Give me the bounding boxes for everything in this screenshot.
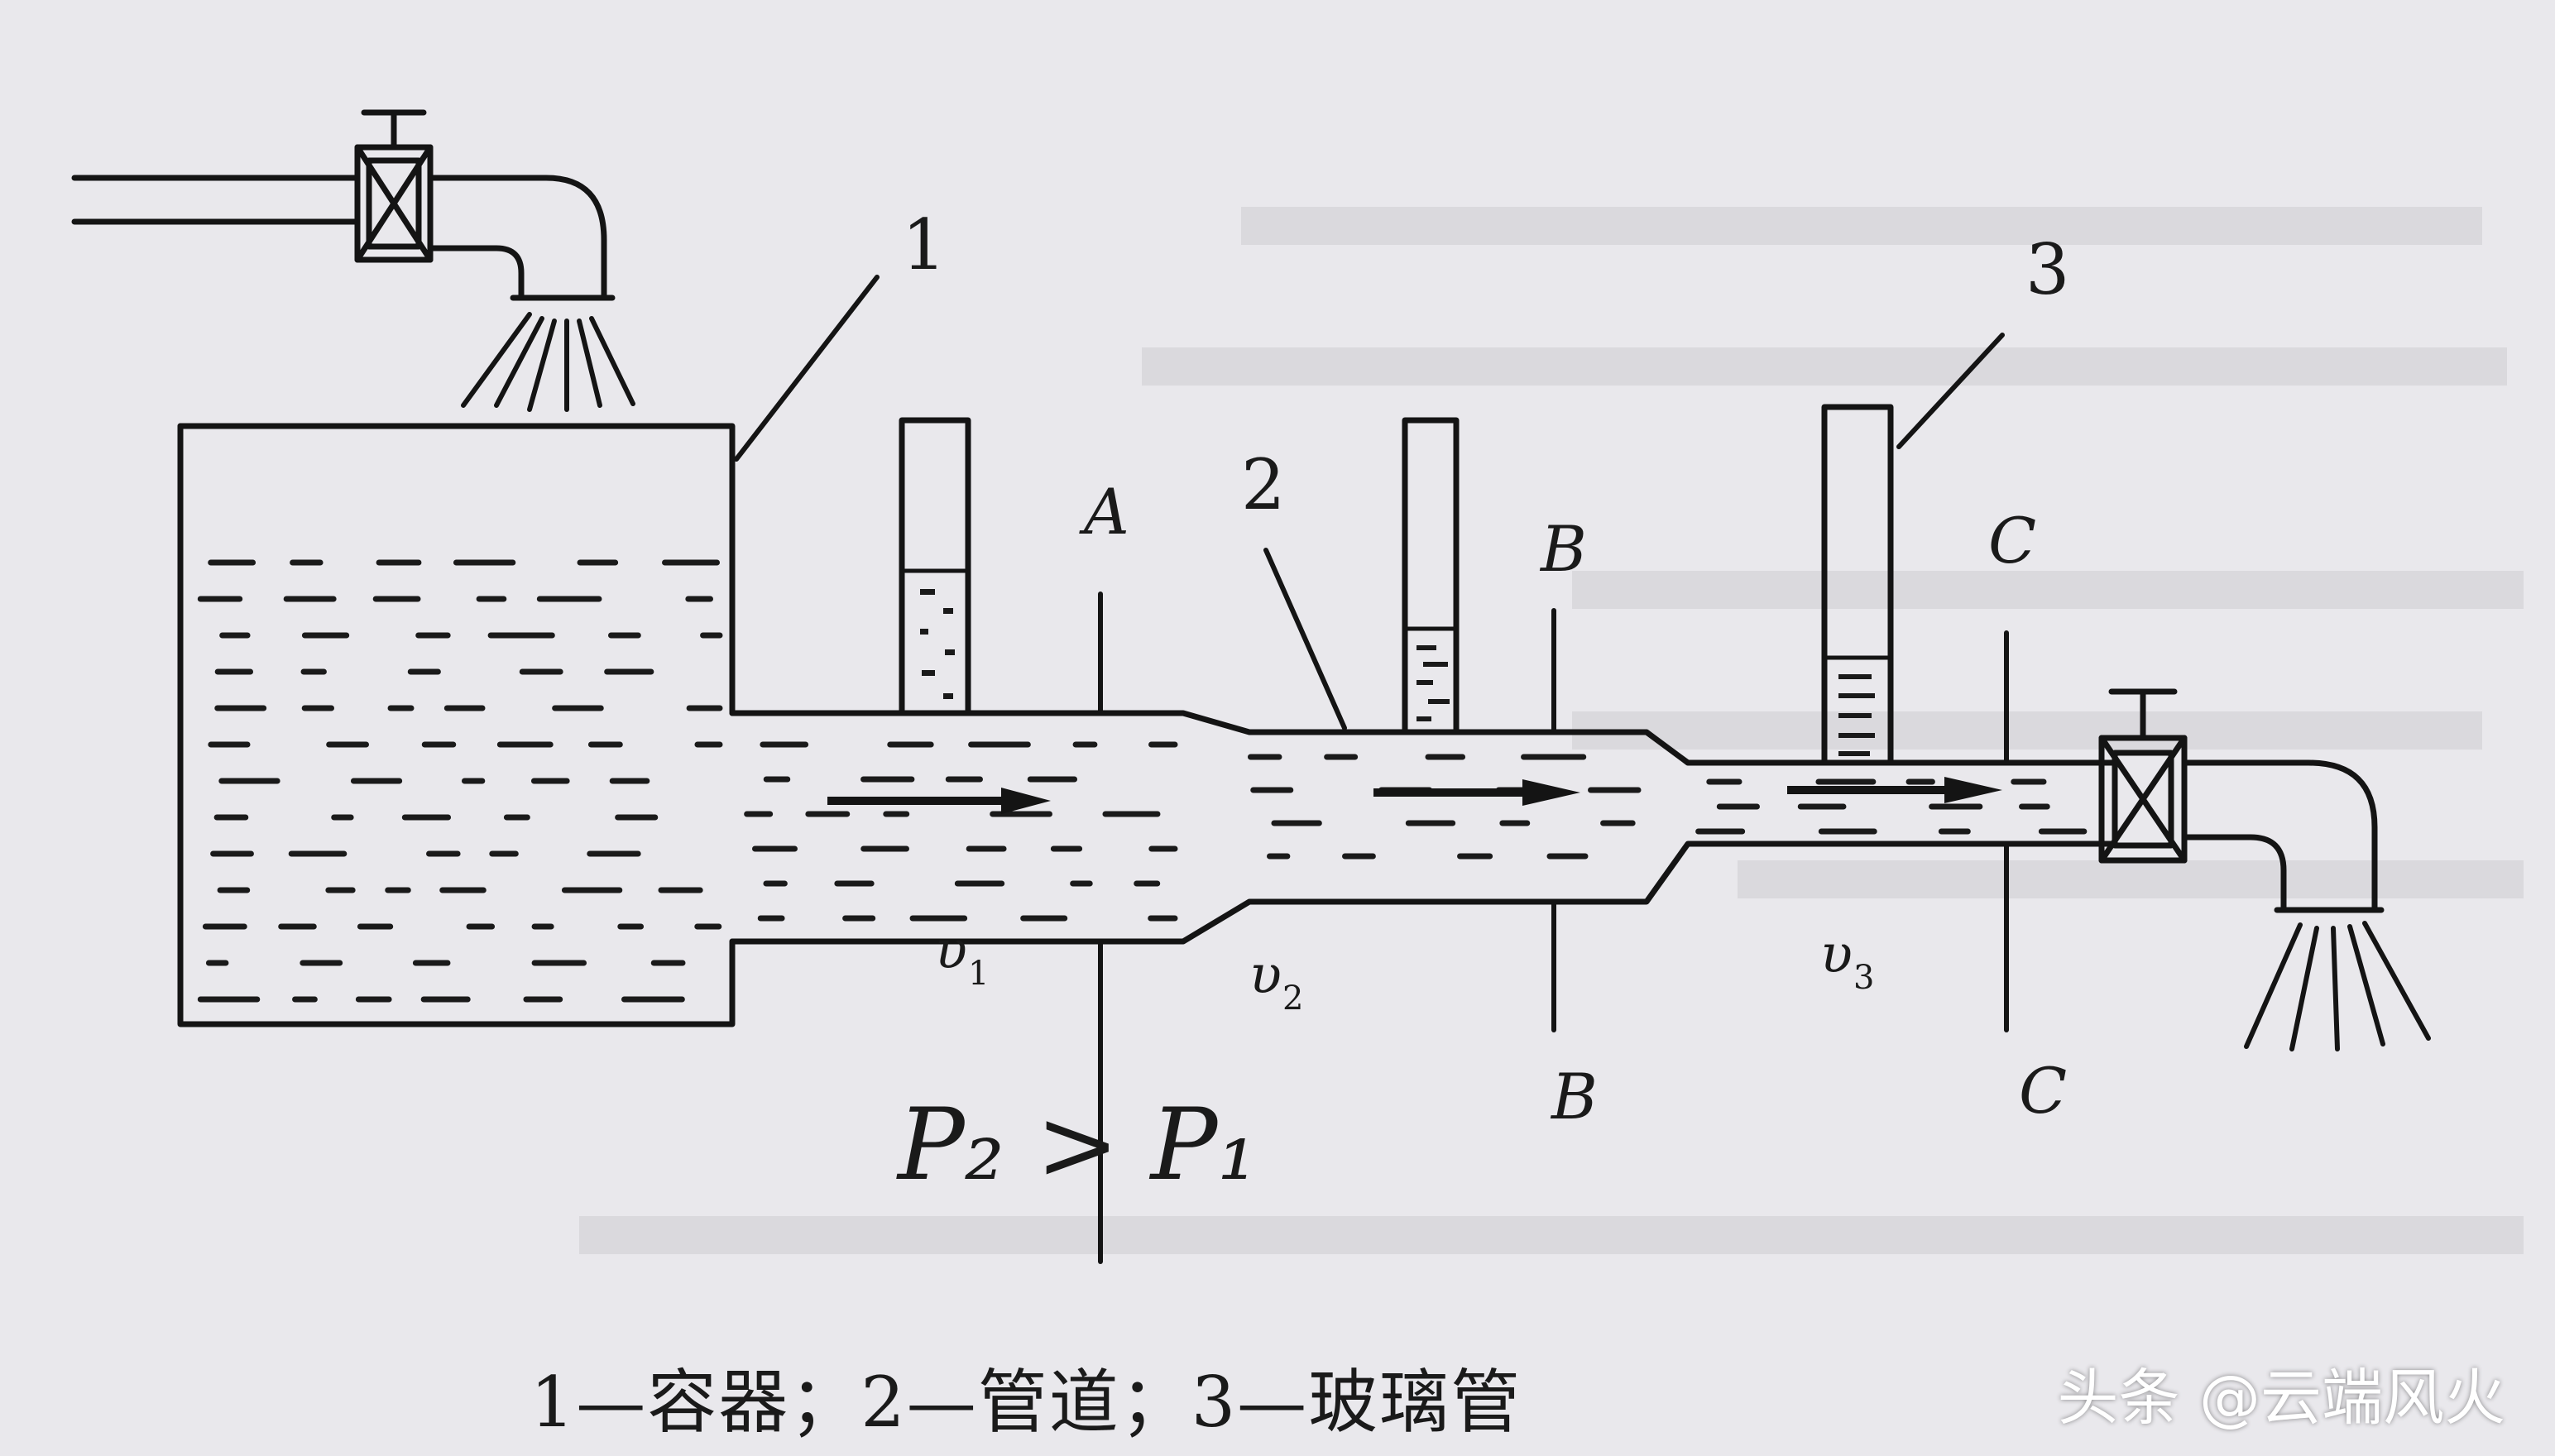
outlet-elbow <box>2181 759 2385 913</box>
glass-tube-2 <box>1402 417 1460 735</box>
outlet-valve <box>2098 688 2188 864</box>
label-velocity-1: υ <box>935 920 967 981</box>
flow-arrow-1 <box>827 788 1051 814</box>
label-velocity-3-sub: 3 <box>1853 959 1874 997</box>
label-part-1: 1 <box>902 204 946 285</box>
figure-caption: 1—容器；2—管道；3—玻璃管 <box>530 1362 1522 1443</box>
label-velocity-1-sub: 1 <box>968 955 989 993</box>
label-part-3: 3 <box>2025 229 2069 310</box>
container-water <box>197 559 723 1003</box>
label-section-a: A <box>1079 475 1129 548</box>
glass-tube-1 <box>899 417 971 716</box>
label-section-b-bottom: B <box>1550 1060 1598 1133</box>
handwritten-pressure-note: P₂ > P₁ <box>896 1088 1258 1203</box>
label-section-b-top: B <box>1539 512 1587 586</box>
leader-lines <box>734 275 2005 730</box>
flow-arrow-3 <box>1787 777 2002 803</box>
flow-arrow-2 <box>1373 779 1580 806</box>
label-section-c-top: C <box>1988 504 2036 577</box>
inlet-valve <box>354 109 434 263</box>
glass-tube-3 <box>1821 404 1894 766</box>
watermark: 头条 @云端风火 <box>2057 1363 2505 1434</box>
label-velocity-2: υ <box>1249 945 1282 1006</box>
label-part-2: 2 <box>1241 444 1285 525</box>
inlet-spray <box>461 312 635 412</box>
inlet-pipe <box>71 175 616 301</box>
container-vessel <box>177 423 736 1027</box>
outlet-spray <box>2244 921 2431 1051</box>
label-velocity-3: υ <box>1820 924 1853 985</box>
tube-liquid-marks <box>920 589 1875 756</box>
label-section-c-bottom: C <box>2019 1054 2067 1128</box>
label-velocity-2-sub: 2 <box>1282 979 1303 1018</box>
bleed-through-texture <box>579 207 2524 1254</box>
